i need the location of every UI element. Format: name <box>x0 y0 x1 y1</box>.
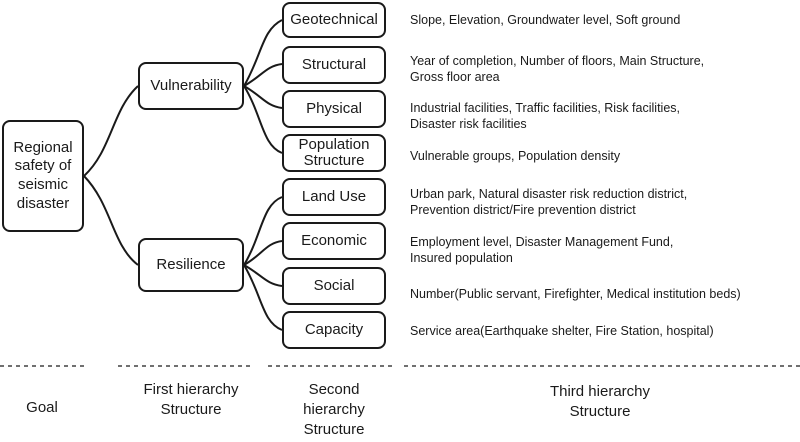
connector-vulnerability-physical <box>243 85 283 109</box>
first-node-label: Vulnerability <box>150 76 232 94</box>
connector-resilience-social <box>243 264 283 287</box>
first-node-vulnerability: Vulnerability <box>138 62 244 110</box>
footer-first-hierarchy: First hierarchy Structure <box>143 381 239 418</box>
second-node-structural: Structural <box>282 46 386 84</box>
connector-vulnerability-population <box>243 85 283 154</box>
description-economic: Employment level, Disaster Management Fu… <box>410 235 674 265</box>
description-land-use: Urban park, Natural disaster risk reduct… <box>410 187 688 217</box>
second-node-label: Capacity <box>304 320 364 338</box>
second-node-label: Population Structure <box>298 136 370 169</box>
second-node-geotechnical: Geotechnical <box>282 2 386 38</box>
footer-second-hierarchy: Second hierarchy Structure <box>303 381 365 438</box>
description-capacity: Service area(Earthquake shelter, Fire St… <box>410 324 714 338</box>
connector-resilience-landuse <box>243 196 283 266</box>
description-population-structure: Vulnerable groups, Population density <box>410 149 621 163</box>
description-social: Number(Public servant, Firefighter, Medi… <box>410 287 741 301</box>
second-node-capacity: Capacity <box>282 311 386 349</box>
description-physical: Industrial facilities, Traffic facilitie… <box>410 101 680 131</box>
second-node-label: Economic <box>301 231 367 249</box>
footer-goal: Goal <box>26 399 58 416</box>
footer-third-hierarchy: Third hierarchy Structure <box>549 383 651 420</box>
connector-vulnerability-geotechnical <box>243 19 283 87</box>
second-node-label: Physical <box>306 99 362 117</box>
first-node-label: Resilience <box>156 255 226 273</box>
second-node-label: Geotechnical <box>290 10 378 28</box>
second-node-label: Social <box>313 276 355 294</box>
description-structural: Year of completion, Number of floors, Ma… <box>410 54 705 84</box>
second-node-label: Land Use <box>301 187 367 205</box>
connector-goal-vulnerability <box>83 85 139 177</box>
description-geotechnical: Slope, Elevation, Groundwater level, Sof… <box>410 13 681 27</box>
connector-goal-resilience <box>83 175 139 266</box>
first-node-resilience: Resilience <box>138 238 244 292</box>
second-node-economic: Economic <box>282 222 386 260</box>
connector-vulnerability-structural <box>243 63 283 87</box>
connector-resilience-capacity <box>243 264 283 331</box>
second-node-social: Social <box>282 267 386 305</box>
goal-node: Regional safety of seismic disaster <box>2 120 84 232</box>
second-node-population-structure: Population Structure <box>282 134 386 172</box>
connector-resilience-economic <box>243 240 283 266</box>
second-node-land-use: Land Use <box>282 178 386 216</box>
second-node-label: Structural <box>301 55 367 73</box>
second-node-physical: Physical <box>282 90 386 128</box>
